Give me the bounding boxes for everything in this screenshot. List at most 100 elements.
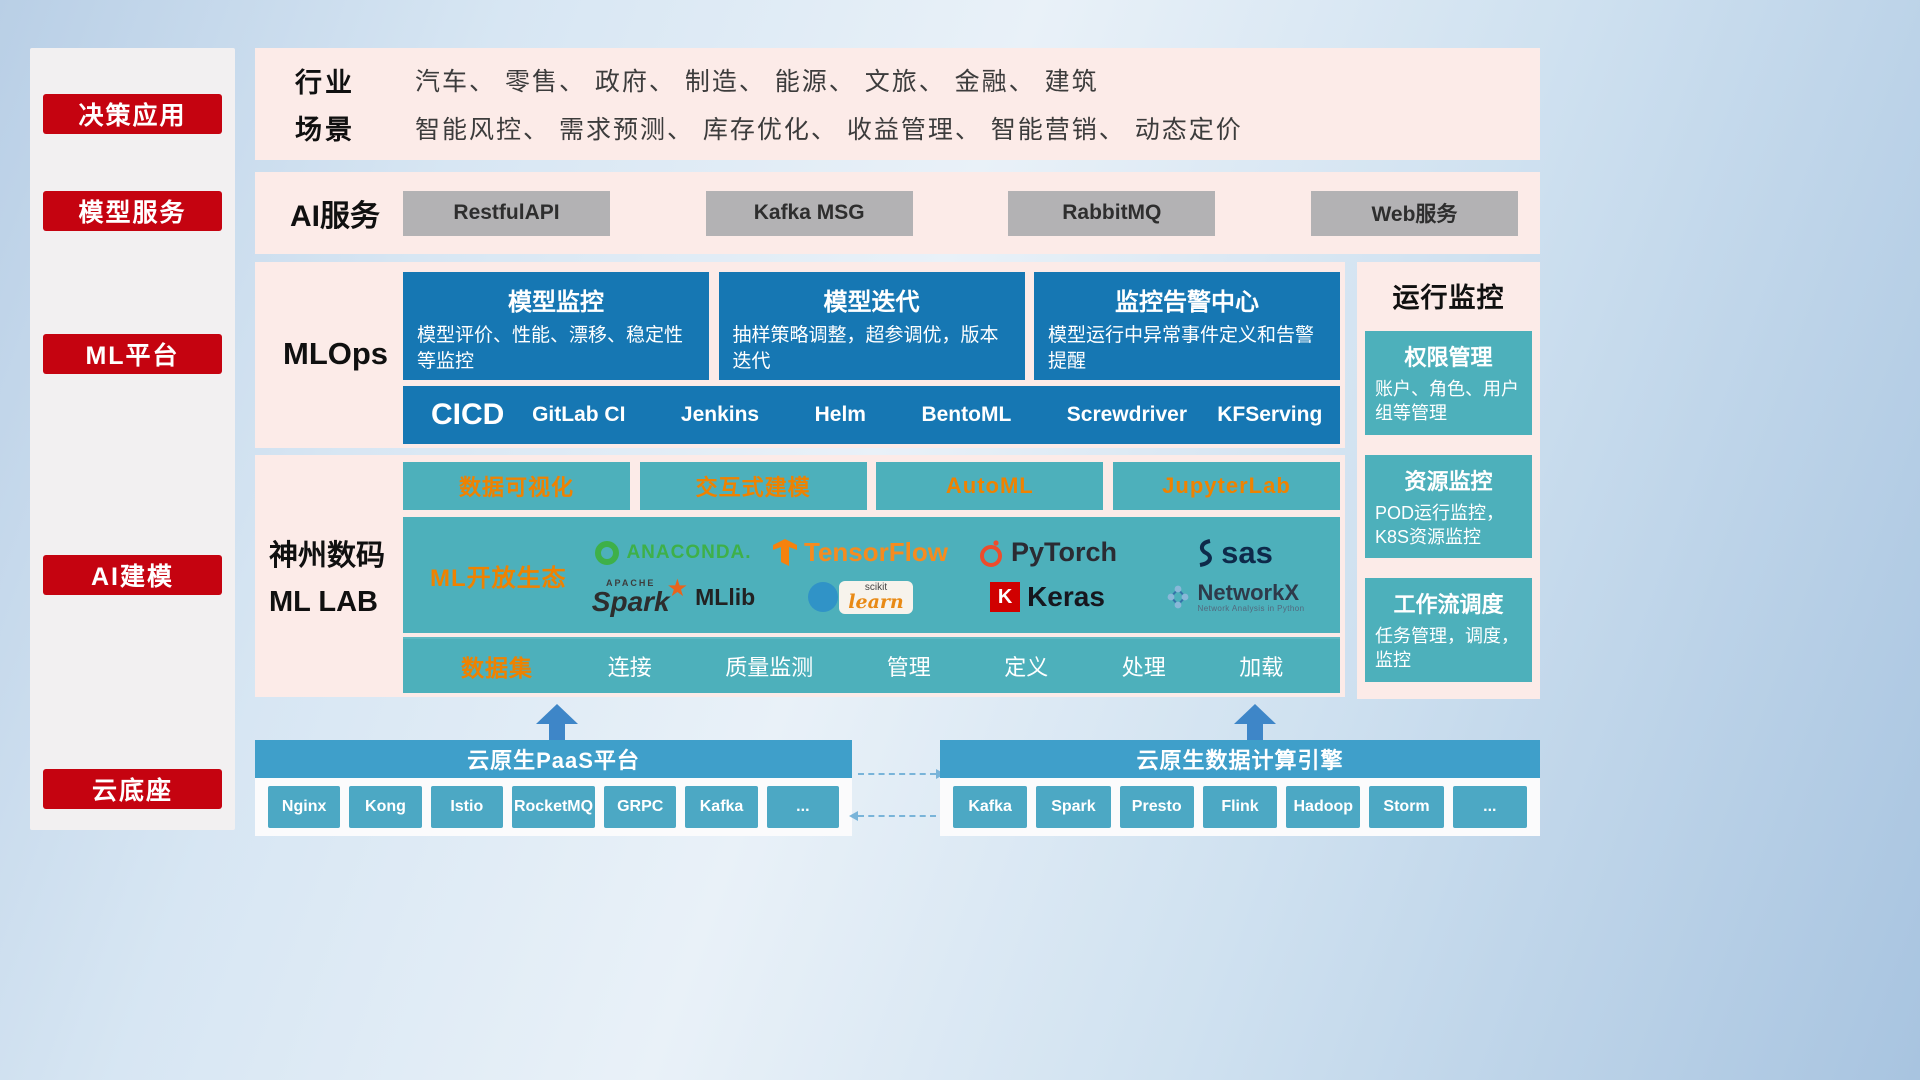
mllab-section: 神州数码 ML LAB 数据可视化 交互式建模 AutoML JupyterLa… — [255, 455, 1345, 697]
dataset-item-load: 加载 — [1239, 655, 1284, 680]
helm-item: Helm — [814, 403, 866, 427]
data-engine-block: 云原生数据计算引擎 Kafka Spark Presto Flink Hadoo… — [940, 740, 1540, 836]
keras-logo: K Keras — [954, 581, 1141, 613]
up-arrow-stem — [549, 724, 565, 740]
mlops-section: MLOps 模型监控 模型评价、性能、漂移、稳定性等监控 模型迭代 抽样策略调整… — [255, 262, 1345, 448]
sidebar-item-model-service: 模型服务 — [43, 191, 222, 231]
card-desc: 模型评价、性能、漂移、稳定性等监控 — [417, 325, 684, 372]
box-title: 权限管理 — [1404, 345, 1493, 370]
tensorflow-text: TensorFlow — [804, 537, 948, 567]
box-desc: POD运行监控，K8S资源监控 — [1375, 502, 1505, 547]
tensorflow-icon — [773, 539, 798, 566]
restful-api-button: RestfulAPI — [403, 190, 610, 236]
spark-star-icon: ★ — [666, 574, 689, 602]
mllab-label: 神州数码 ML LAB — [269, 533, 401, 626]
cicd-items: GitLab CI Jenkins Helm BentoML Screwdriv… — [504, 403, 1340, 426]
up-arrow-stem — [1247, 724, 1263, 740]
bentoml-item: BentoML — [921, 403, 1012, 427]
ml-ecosystem-logos: ANACONDA. TensorFlow PyTorch — [580, 535, 1340, 616]
spark-mllib-logo: APACHE Spark ★ MLlib — [580, 575, 767, 617]
dataset-item-quality: 质量监测 — [725, 655, 814, 680]
data-engine-items: Kafka Spark Presto Flink Hadoop Storm ..… — [940, 778, 1540, 836]
mllib-text: MLlib — [695, 583, 756, 610]
ai-service-label: AI服务 — [290, 200, 380, 233]
dataset-items: 连接 质量监测 管理 定义 处理 加载 — [571, 650, 1320, 682]
sidebar-item-ml-platform: ML平台 — [43, 334, 222, 374]
anaconda-logo: ANACONDA. — [580, 540, 767, 565]
web-service-button: Web服务 — [1310, 190, 1518, 236]
dashed-arrow-left-icon — [849, 811, 936, 821]
box-title: 工作流调度 — [1393, 592, 1504, 618]
industry-row: 行业 汽车、 零售、 政府、 制造、 能源、 文旅、 金融、 建筑 — [255, 61, 1540, 100]
storm-button: Storm — [1369, 786, 1444, 828]
interactive-modeling-button: 交互式建模 — [639, 462, 867, 510]
ml-ecosystem-box: ML开放生态 ANACONDA. TensorFlow — [403, 517, 1340, 633]
learn-text: learn — [848, 590, 904, 613]
permission-mgmt-box: 权限管理 账户、角色、用户组等管理 — [1365, 331, 1532, 435]
istio-button: Istio — [430, 786, 503, 828]
anaconda-icon — [595, 540, 620, 565]
scenario-content: 智能风控、 需求预测、 库存优化、 收益管理、 智能营销、 动态定价 — [415, 115, 1243, 144]
paas-platform-title: 云原生PaaS平台 — [255, 740, 852, 778]
mlops-cards: 模型监控 模型评价、性能、漂移、稳定性等监控 模型迭代 抽样策略调整，超参调优，… — [403, 272, 1340, 380]
apache-text: APACHE — [606, 577, 656, 588]
mllab-tools-row: 数据可视化 交互式建模 AutoML JupyterLab — [403, 462, 1340, 510]
mllab-label-line2: ML LAB — [269, 586, 379, 619]
box-title: 资源监控 — [1404, 468, 1493, 494]
spark-engine-button: Spark — [1036, 786, 1111, 828]
data-engine-title: 云原生数据计算引擎 — [940, 740, 1540, 778]
presto-button: Presto — [1119, 786, 1194, 828]
more-engine-button: ... — [1452, 786, 1527, 828]
spark-wordmark: APACHE Spark — [591, 577, 670, 617]
model-iteration-card: 模型迭代 抽样策略调整，超参调优，版本迭代 — [718, 272, 1025, 380]
card-title: 监控告警中心 — [1115, 289, 1259, 316]
dataset-item-process: 处理 — [1121, 655, 1166, 680]
paas-platform-items: Nginx Kong Istio RocketMQ GRPC Kafka ... — [255, 778, 852, 836]
model-monitoring-card: 模型监控 模型评价、性能、漂移、稳定性等监控 — [403, 272, 709, 380]
hadoop-button: Hadoop — [1286, 786, 1361, 828]
up-arrow-icon — [536, 704, 578, 740]
gitlab-ci-item: GitLab CI — [532, 403, 626, 427]
industry-content: 汽车、 零售、 政府、 制造、 能源、 文旅、 金融、 建筑 — [415, 68, 1099, 97]
keras-text: Keras — [1027, 581, 1105, 612]
grpc-button: GRPC — [604, 786, 677, 828]
box-desc: 账户、角色、用户组等管理 — [1375, 379, 1519, 424]
sas-icon — [1199, 538, 1213, 567]
kafka-msg-button: Kafka MSG — [705, 190, 913, 236]
flink-button: Flink — [1202, 786, 1278, 828]
ai-service-section: AI服务 RestfulAPI Kafka MSG RabbitMQ Web服务 — [255, 172, 1540, 254]
card-title: 模型迭代 — [823, 289, 920, 316]
runtime-monitor-title: 运行监控 — [1392, 283, 1505, 313]
alert-center-card: 监控告警中心 模型运行中异常事件定义和告警提醒 — [1034, 272, 1340, 380]
dataset-row: 数据集 连接 质量监测 管理 定义 处理 加载 — [403, 637, 1340, 693]
dashed-arrow-right-icon — [858, 769, 945, 779]
up-arrow-icon — [1234, 704, 1276, 740]
jupyterlab-button: JupyterLab — [1112, 462, 1340, 510]
ai-service-buttons: RestfulAPI Kafka MSG RabbitMQ Web服务 — [403, 190, 1518, 236]
card-title: 模型监控 — [508, 289, 604, 316]
mlops-label: MLOps — [283, 336, 389, 371]
sidebar-item-decision-app: 决策应用 — [43, 94, 222, 134]
kafka-engine-button: Kafka — [953, 786, 1028, 828]
industry-section: 行业 汽车、 零售、 政府、 制造、 能源、 文旅、 金融、 建筑 场景 智能风… — [255, 48, 1540, 160]
dataset-item-connect: 连接 — [607, 655, 652, 680]
scikit-icon — [808, 582, 839, 612]
networkx-wordmark: NetworkX Network Analysis in Python — [1197, 580, 1305, 614]
networkx-subtext: Network Analysis in Python — [1197, 603, 1305, 613]
workflow-schedule-box: 工作流调度 任务管理，调度，监控 — [1365, 578, 1532, 682]
spark-text: Spark — [591, 585, 670, 617]
left-sidebar: 决策应用 模型服务 ML平台 AI建模 云底座 — [30, 48, 235, 830]
jenkins-item: Jenkins — [680, 403, 760, 427]
runtime-monitor-panel: 运行监控 权限管理 账户、角色、用户组等管理 资源监控 POD运行监控，K8S资… — [1357, 262, 1540, 699]
pytorch-icon — [979, 539, 1002, 567]
kafka-button: Kafka — [685, 786, 758, 828]
dataset-label: 数据集 — [461, 655, 533, 681]
kong-button: Kong — [349, 786, 422, 828]
keras-icon: K — [990, 582, 1021, 612]
up-arrow-head — [1234, 704, 1276, 724]
resource-monitor-box: 资源监控 POD运行监控，K8S资源监控 — [1365, 454, 1532, 559]
sidebar-item-ai-modeling: AI建模 — [43, 555, 222, 595]
nginx-button: Nginx — [268, 786, 341, 828]
scikit-text: scikit — [864, 581, 888, 593]
screwdriver-item: Screwdriver — [1066, 403, 1188, 427]
